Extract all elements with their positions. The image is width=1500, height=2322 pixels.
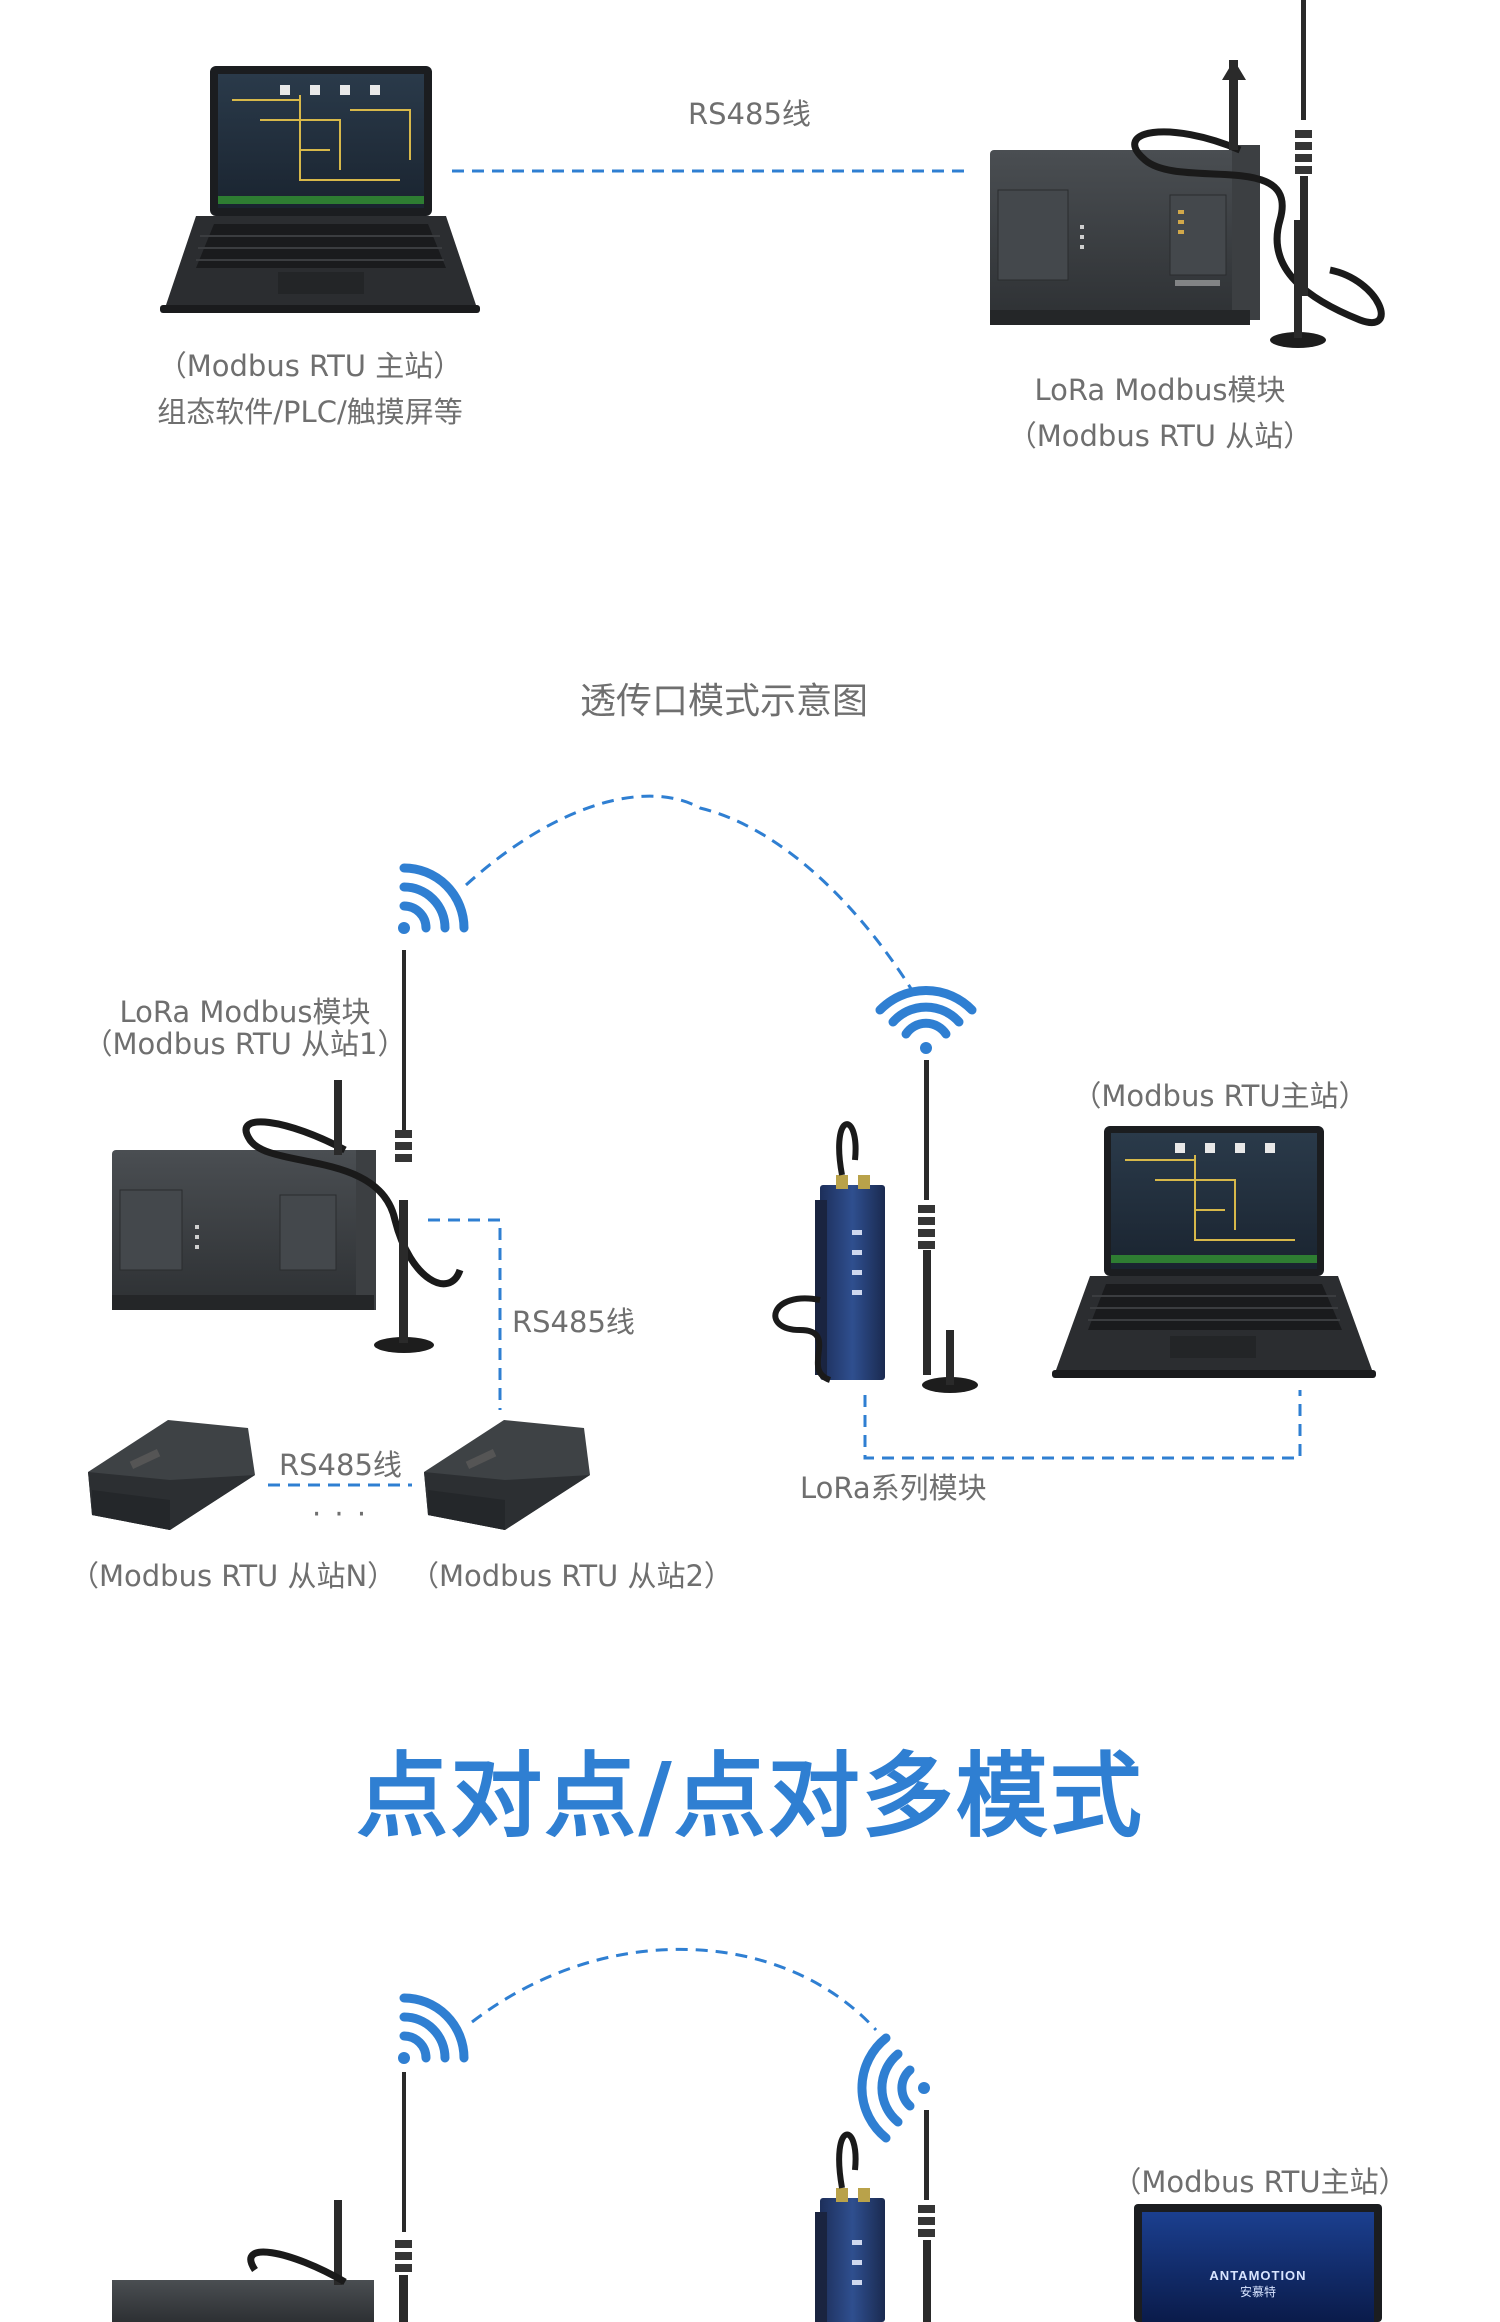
lora-modbus-module-top	[990, 145, 1260, 325]
plc-bottom-partial	[112, 2072, 412, 2322]
section-title-transparent-mode: 透传口模式示意图	[580, 681, 869, 722]
wifi-icon-left-bottom	[398, 1993, 469, 2064]
master-label-line1: （Modbus RTU 主站）	[157, 349, 463, 383]
rs485-label-small: RS485线	[279, 1448, 402, 1482]
module-label-line2: （Modbus RTU 从站）	[1007, 419, 1313, 453]
antenna-cable-slave1	[242, 1118, 464, 1288]
monitor-brand-logo: ANTAMOTION 安慕特	[1142, 2268, 1374, 2300]
lora-series-label: LoRa系列模块	[800, 1471, 987, 1505]
antenna-cable-top	[1131, 128, 1385, 326]
antenna-mid	[918, 1060, 978, 1393]
slave1-label-line1: LoRa Modbus模块	[119, 995, 371, 1029]
laptop-master-mid	[1052, 1126, 1376, 1378]
lora-device-bottom-partial	[815, 2110, 935, 2322]
brand-line2: 安慕特	[1239, 2285, 1276, 2299]
antenna-slave1	[334, 950, 434, 1353]
slave1-label-line2: （Modbus RTU 从站1）	[83, 1027, 407, 1061]
master-label-bottom: （Modbus RTU主站）	[1112, 2165, 1408, 2199]
wifi-icon-right-bottom	[857, 2033, 930, 2143]
magnetic-antenna-top	[1222, 60, 1326, 348]
more-devices-dots: · · ·	[312, 1497, 369, 1531]
section-heading-p2p: 点对点/点对多模式	[356, 1743, 1144, 1850]
plc-slave-n	[88, 1420, 255, 1530]
rs485-label-mid: RS485线	[512, 1305, 635, 1339]
wireless-link-arc-bottom	[471, 1947, 878, 2032]
plc-slave-2	[424, 1420, 590, 1530]
slave-n-label: （Modbus RTU 从站N）	[70, 1559, 397, 1593]
rs485-label-top: RS485线	[688, 97, 811, 131]
rs485-link-vertical	[428, 1218, 502, 1410]
module-label-line1: LoRa Modbus模块	[1034, 373, 1286, 407]
master-label-mid: （Modbus RTU主站）	[1072, 1079, 1368, 1113]
laptop-master-top	[160, 66, 480, 313]
wifi-icon-right	[875, 986, 977, 1054]
stick-antenna-top	[1295, 0, 1312, 296]
monitor-master-bottom-partial	[1134, 2204, 1382, 2322]
slave-2-label: （Modbus RTU 从站2）	[410, 1559, 733, 1593]
wireless-link-arc-mid	[464, 794, 920, 1001]
brand-line1: ANTAMOTION	[1209, 2268, 1307, 2283]
lora-device-mid	[815, 1175, 885, 1380]
antenna-cable-mid	[772, 1121, 859, 1383]
wifi-icon-left	[398, 863, 469, 934]
rs485-link-mid	[863, 1390, 1302, 1460]
plc-slave1	[112, 1150, 376, 1310]
master-label-line2: 组态软件/PLC/触摸屏等	[157, 395, 463, 429]
